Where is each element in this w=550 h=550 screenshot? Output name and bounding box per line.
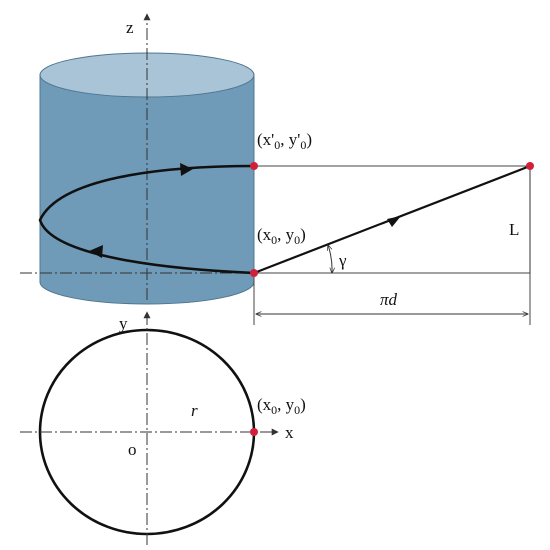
helix-arrow-upper — [180, 163, 193, 176]
point-circle-marker — [250, 428, 258, 436]
point-circle-label: (x0, y0) — [257, 395, 306, 417]
L-label: L — [509, 220, 519, 239]
point-bottom-label: (x0, y0) — [257, 225, 306, 247]
gamma-label: γ — [338, 251, 347, 270]
gamma-arc — [328, 245, 332, 273]
point-bottom-marker — [250, 269, 258, 277]
x-axis-label: x — [285, 423, 294, 442]
cross-section: y x o r (x0, y0) — [20, 311, 306, 545]
z-axis-label: z — [126, 18, 134, 37]
point-right-marker — [526, 162, 534, 170]
origin-label: o — [128, 440, 137, 459]
y-axis-label: y — [119, 314, 128, 333]
pid-label: πd — [380, 290, 398, 309]
helix-curve — [38, 164, 255, 275]
helix-arrow-lower — [89, 245, 103, 258]
point-top-marker — [250, 162, 258, 170]
radius-label: r — [191, 401, 198, 420]
point-top-label: (x'0, y'0) — [257, 130, 312, 152]
development-arrow — [387, 216, 401, 227]
